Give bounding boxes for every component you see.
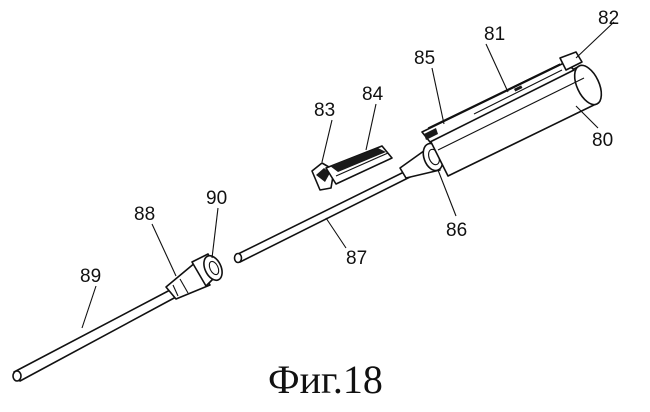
label-84: 84 <box>362 84 384 105</box>
leader-82 <box>575 21 615 59</box>
label-90: 90 <box>206 188 227 209</box>
leader-lines <box>81 21 615 329</box>
label-85: 85 <box>414 48 435 69</box>
needle-part-89 <box>12 288 177 382</box>
leader-90 <box>211 207 219 259</box>
leader-87 <box>325 217 347 249</box>
leader-89 <box>81 285 97 329</box>
label-81: 81 <box>484 24 505 45</box>
leader-85 <box>431 67 445 125</box>
leader-86 <box>437 169 457 217</box>
label-83: 83 <box>314 100 335 121</box>
rail-part-84 <box>325 145 393 185</box>
cylinder-body-80 <box>429 64 603 177</box>
tab-part-82 <box>559 51 583 71</box>
leader-80 <box>575 105 599 129</box>
leader-84 <box>365 103 377 151</box>
label-82: 82 <box>598 8 619 29</box>
leader-83 <box>321 119 333 163</box>
label-86: 86 <box>446 220 467 241</box>
leader-88 <box>151 223 177 277</box>
leader-81 <box>485 43 509 93</box>
label-80: 80 <box>592 130 613 151</box>
label-88: 88 <box>134 204 155 225</box>
figure-caption: Фиг.18 <box>268 357 383 402</box>
label-87: 87 <box>346 248 367 269</box>
hub-part-90 <box>191 253 223 287</box>
label-89: 89 <box>80 266 101 287</box>
slot-part-81 <box>469 63 563 115</box>
